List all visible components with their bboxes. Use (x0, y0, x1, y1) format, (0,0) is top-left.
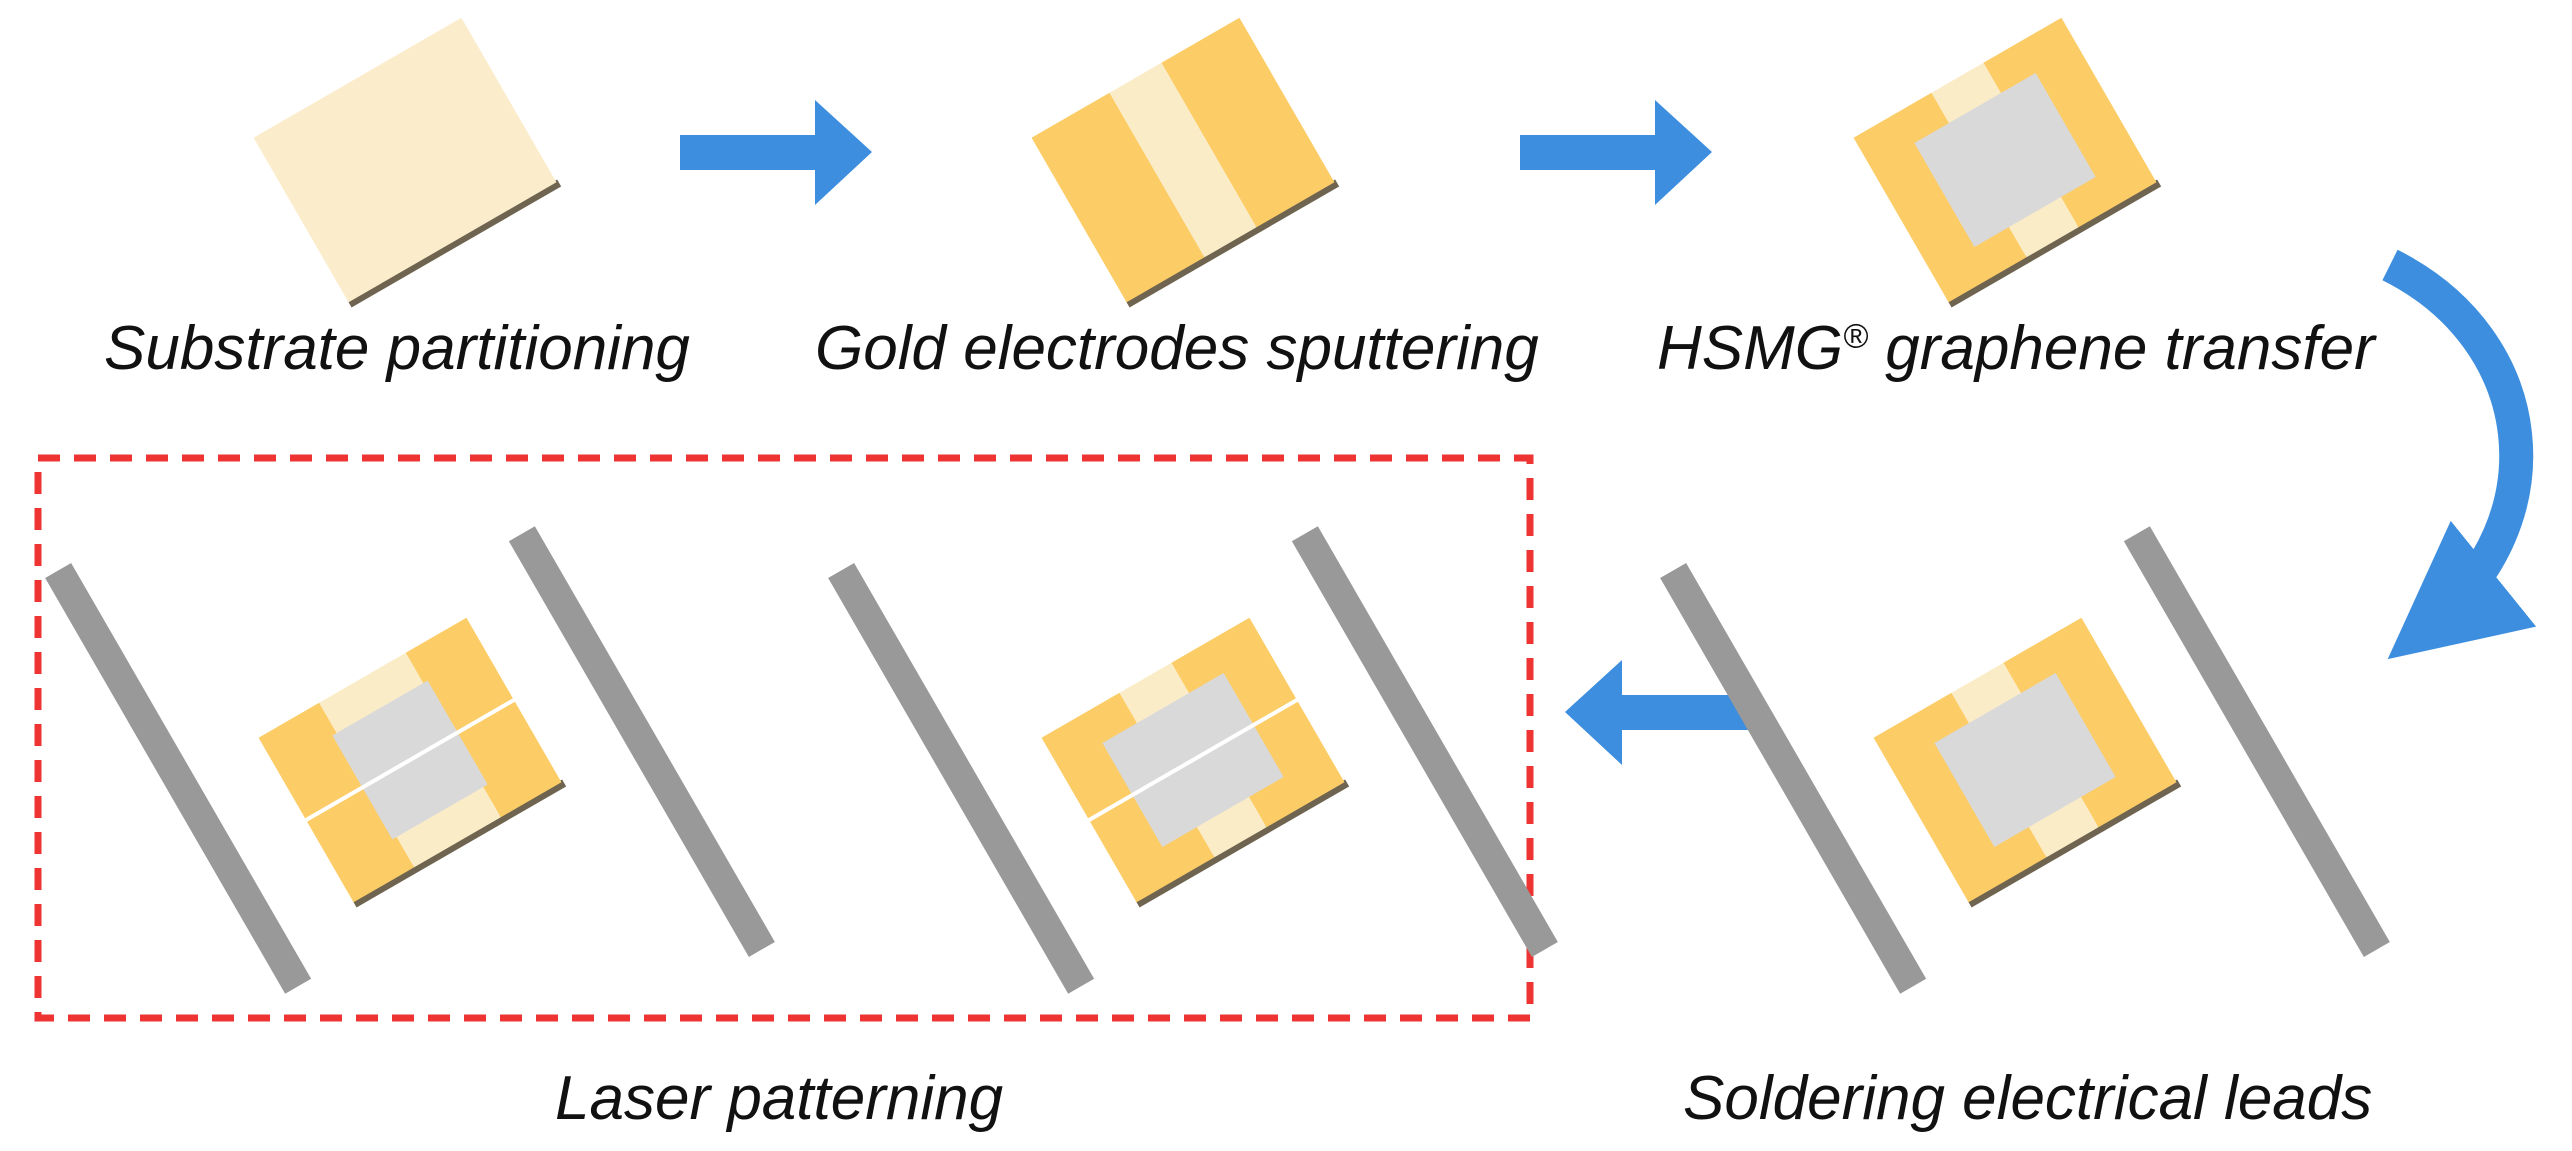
laser-patterned-chip-b (828, 526, 1558, 994)
laser-cut-line (1084, 696, 1302, 824)
substrate-edge (1967, 779, 2182, 908)
step-label-soldering-electrical-leads: Soldering electrical leads (1683, 1064, 2373, 1133)
step-label-graphene-transfer: HSMG® graphene transfer (1657, 318, 2375, 380)
substrate-gap (1109, 62, 1257, 258)
step-label-laser-patterning: Laser patterning (555, 1064, 1004, 1133)
electrical-lead-top (1660, 563, 1927, 994)
arrow-right-icon (1520, 100, 1712, 205)
graphene-layer (1934, 673, 2116, 847)
graphene-chip (1853, 17, 2162, 308)
laser-patterning-frame (34, 454, 1534, 1022)
graphene-transfer-text: graphene transfer (1868, 314, 2375, 383)
substrate-edge (1947, 179, 2162, 308)
substrate-edge (352, 779, 567, 908)
substrate-edge (1125, 179, 1340, 308)
curved-arrow-down-icon (2382, 249, 2537, 660)
gold-electrode-right (1161, 17, 1335, 228)
step-label-gold-electrodes-sputtering: Gold electrodes sputtering (815, 314, 1539, 383)
electrical-lead-top (45, 563, 312, 994)
gold-electrode-right (1983, 17, 2157, 228)
gold-electrode-chip (1031, 17, 1340, 308)
arrow-right-icon (680, 100, 872, 205)
electrical-lead-bottom (508, 526, 775, 957)
substrate-chip (253, 17, 562, 308)
substrate-edge (1135, 779, 1350, 908)
electrical-lead-bottom (1291, 526, 1558, 957)
step-label-substrate-partitioning: Substrate partitioning (104, 314, 690, 383)
electrical-lead-top (828, 563, 1095, 994)
gold-electrode-left (1873, 692, 2047, 903)
registered-mark: ® (1843, 317, 1869, 356)
gold-electrode-right (2003, 617, 2177, 828)
substrate-edge (347, 179, 562, 308)
graphene-layer (1914, 73, 2096, 247)
substrate-body (253, 17, 557, 303)
laser-cut-line (301, 696, 519, 824)
arrow-left-icon (1565, 660, 1755, 765)
hsmg-text: HSMG (1657, 314, 1843, 383)
gold-electrode-left (1031, 92, 1205, 303)
soldered-chip (1660, 526, 2390, 994)
electrical-lead-bottom (2123, 526, 2390, 957)
gold-electrode-left (1853, 92, 2027, 303)
laser-patterned-chip-a (45, 526, 775, 994)
